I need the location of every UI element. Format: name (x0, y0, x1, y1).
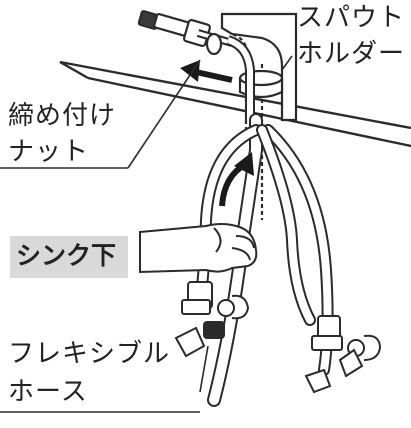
spout-holder-label-line2: ホルダー (297, 38, 405, 70)
nut-label-line2: ナット (8, 136, 89, 168)
stop-valve-right (306, 316, 380, 392)
spout-holder-label-line1: スパウト (297, 2, 405, 34)
under-sink-label: シンク下 (16, 240, 116, 272)
nut-label-line1: 締め付け (8, 100, 116, 132)
under-sink-tag: シンク下 (10, 236, 128, 278)
hose-label-line1: フレキシブル (8, 338, 170, 370)
hose-label-line2: ホース (8, 376, 88, 408)
hand-illustration (140, 224, 256, 272)
